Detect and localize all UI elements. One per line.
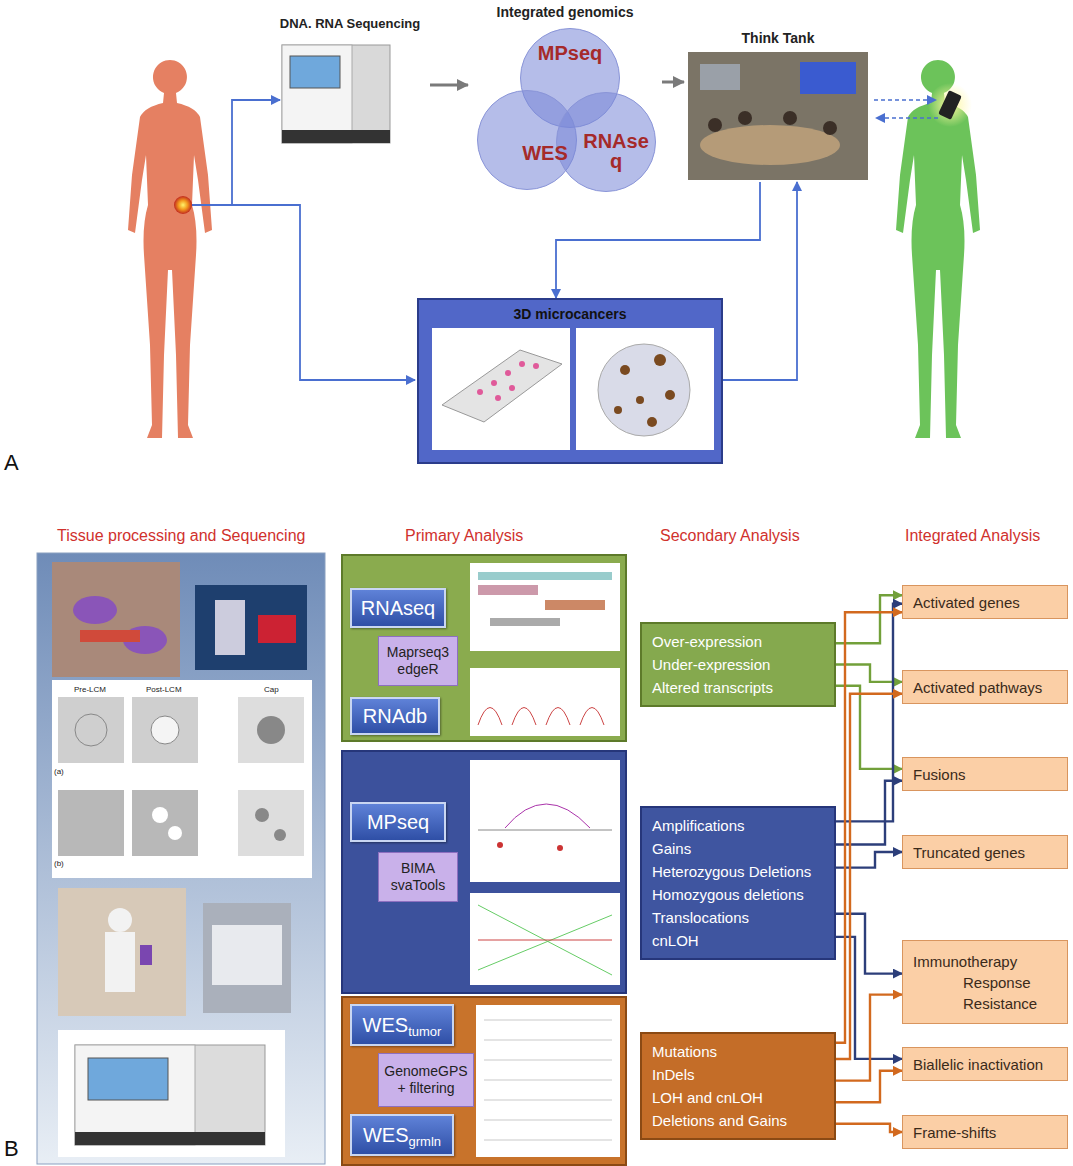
node-text: Immunotherapy: [913, 951, 1057, 972]
tissue-image: [576, 328, 714, 450]
connector-arrow: [556, 182, 760, 298]
tool-box: GenomeGPS + filtering: [378, 1053, 474, 1107]
node-text: MPseq: [521, 43, 619, 63]
phone-glow: [928, 83, 972, 127]
patient-figure: [128, 60, 212, 438]
data-box: RNAseq: [350, 588, 446, 628]
result-box: Over-expressionUnder-expressionAltered t…: [640, 622, 836, 707]
node-text: Maprseq3 edgeR: [383, 644, 453, 678]
connector-arrow: [836, 612, 902, 1043]
node-text: Think Tank: [684, 30, 872, 46]
node-text: RNAdb: [363, 705, 427, 728]
sample-line: [232, 100, 280, 205]
tumor: [174, 196, 192, 214]
node-text: 3D microcancers: [419, 306, 721, 322]
node-text: Deletions and Gains: [652, 1109, 824, 1132]
node-text: Fusions: [913, 766, 966, 783]
rna-panel: [342, 555, 626, 741]
node-text: Translocations: [652, 906, 824, 929]
image-caption: Pre-LCM: [74, 685, 106, 694]
node-text: Activated genes: [913, 594, 1020, 611]
outcome-box: Biallelic inactivation: [902, 1047, 1068, 1081]
connector-arrow: [662, 81, 684, 84]
column-heading: Primary Analysis: [405, 527, 523, 545]
node-text: Mutations: [652, 1040, 824, 1063]
node-text: Resistance: [913, 993, 1057, 1014]
connector-arrow: [836, 1071, 902, 1102]
node-text: WES: [363, 1014, 409, 1037]
connector-arrow: [430, 84, 468, 87]
node-text: Truncated genes: [913, 844, 1025, 861]
mate-pair-panel: [342, 751, 626, 993]
think-tank-box: Think Tank: [684, 30, 872, 182]
dashed-arrow: [876, 117, 938, 119]
venn-circle: RNAse q: [556, 92, 656, 192]
result-box: AmplificationsGainsHeterozygous Deletion…: [640, 806, 836, 960]
node-text: WES: [496, 143, 594, 163]
node-text: Under-expression: [652, 653, 824, 676]
node-text: cnLOH: [652, 929, 824, 952]
node-text: GenomeGPS + filtering: [383, 1063, 469, 1097]
exome-panel: [342, 997, 626, 1165]
venn-group: Integrated genomicsMPseqWESRNAse q: [468, 4, 662, 204]
meeting-photo: [688, 52, 868, 180]
outcome-box: Truncated genes: [902, 835, 1068, 869]
image-caption: Post-LCM: [146, 685, 182, 694]
outcome-box: Fusions: [902, 757, 1068, 791]
column-heading: Integrated Analysis: [905, 527, 1040, 545]
microcancer-panel: 3D microcancers: [417, 298, 723, 464]
node-text: Activated pathways: [913, 679, 1042, 696]
node-text: grmln: [409, 1134, 442, 1149]
column-heading: Secondary Analysis: [660, 527, 800, 545]
node-text: BIMA svaTools: [383, 860, 453, 894]
node-text: RNAseq: [361, 597, 435, 620]
tool-box: Maprseq3 edgeR: [378, 636, 458, 686]
node-text: Integrated genomics: [468, 4, 662, 20]
node-text: Frame-shifts: [913, 1124, 996, 1141]
node-text: RNAse q: [581, 131, 651, 171]
data-box: MPseq: [350, 802, 446, 842]
node-text: Amplifications: [652, 814, 824, 837]
connector-arrow: [723, 182, 797, 380]
node-text: Heterozygous Deletions: [652, 860, 824, 883]
panel-fill: [417, 298, 723, 464]
panel-letter: B: [4, 1136, 19, 1162]
node-text: Homozygous deletions: [652, 883, 824, 906]
node-text: Biallelic inactivation: [913, 1056, 1043, 1073]
patient-figure: [896, 60, 980, 438]
node-text: DNA. RNA Sequencing: [270, 16, 430, 31]
outcome-box: ImmunotherapyResponseResistance: [902, 940, 1068, 1024]
node-text: Altered transcripts: [652, 676, 824, 699]
sequencer-image: [282, 45, 390, 143]
plate-image: [432, 328, 570, 450]
connector-arrow: [836, 1124, 902, 1132]
node-text: Gains: [652, 837, 824, 860]
tool-box: BIMA svaTools: [378, 852, 458, 902]
outcome-box: Activated pathways: [902, 670, 1068, 704]
node-text: LOH and cnLOH: [652, 1086, 824, 1109]
data-box: RNAdb: [350, 697, 440, 735]
node-text: InDels: [652, 1063, 824, 1086]
column-heading: Tissue processing and Sequencing: [57, 527, 305, 545]
node-text: tumor: [408, 1024, 441, 1039]
tissue-panel: [37, 553, 325, 1164]
connector-arrow: [836, 995, 902, 1081]
panel-letter: A: [4, 450, 19, 476]
phone: [938, 90, 962, 119]
data-box: WEStumor: [350, 1004, 454, 1046]
sequencer-box: DNA. RNA Sequencing: [270, 16, 430, 148]
node-text: MPseq: [367, 811, 429, 834]
outcome-box: Frame-shifts: [902, 1115, 1068, 1149]
node-text: Over-expression: [652, 630, 824, 653]
image-caption: Cap: [264, 685, 279, 694]
image-caption: (a): [54, 767, 64, 776]
sample-line: [192, 205, 415, 380]
image-caption: (b): [54, 859, 64, 868]
node-text: Response: [913, 972, 1057, 993]
result-box: MutationsInDelsLOH and cnLOHDeletions an…: [640, 1032, 836, 1140]
data-box: WESgrmln: [350, 1114, 454, 1156]
node-text: WES: [363, 1124, 409, 1147]
outcome-box: Activated genes: [902, 585, 1068, 619]
dashed-arrow: [874, 99, 936, 101]
